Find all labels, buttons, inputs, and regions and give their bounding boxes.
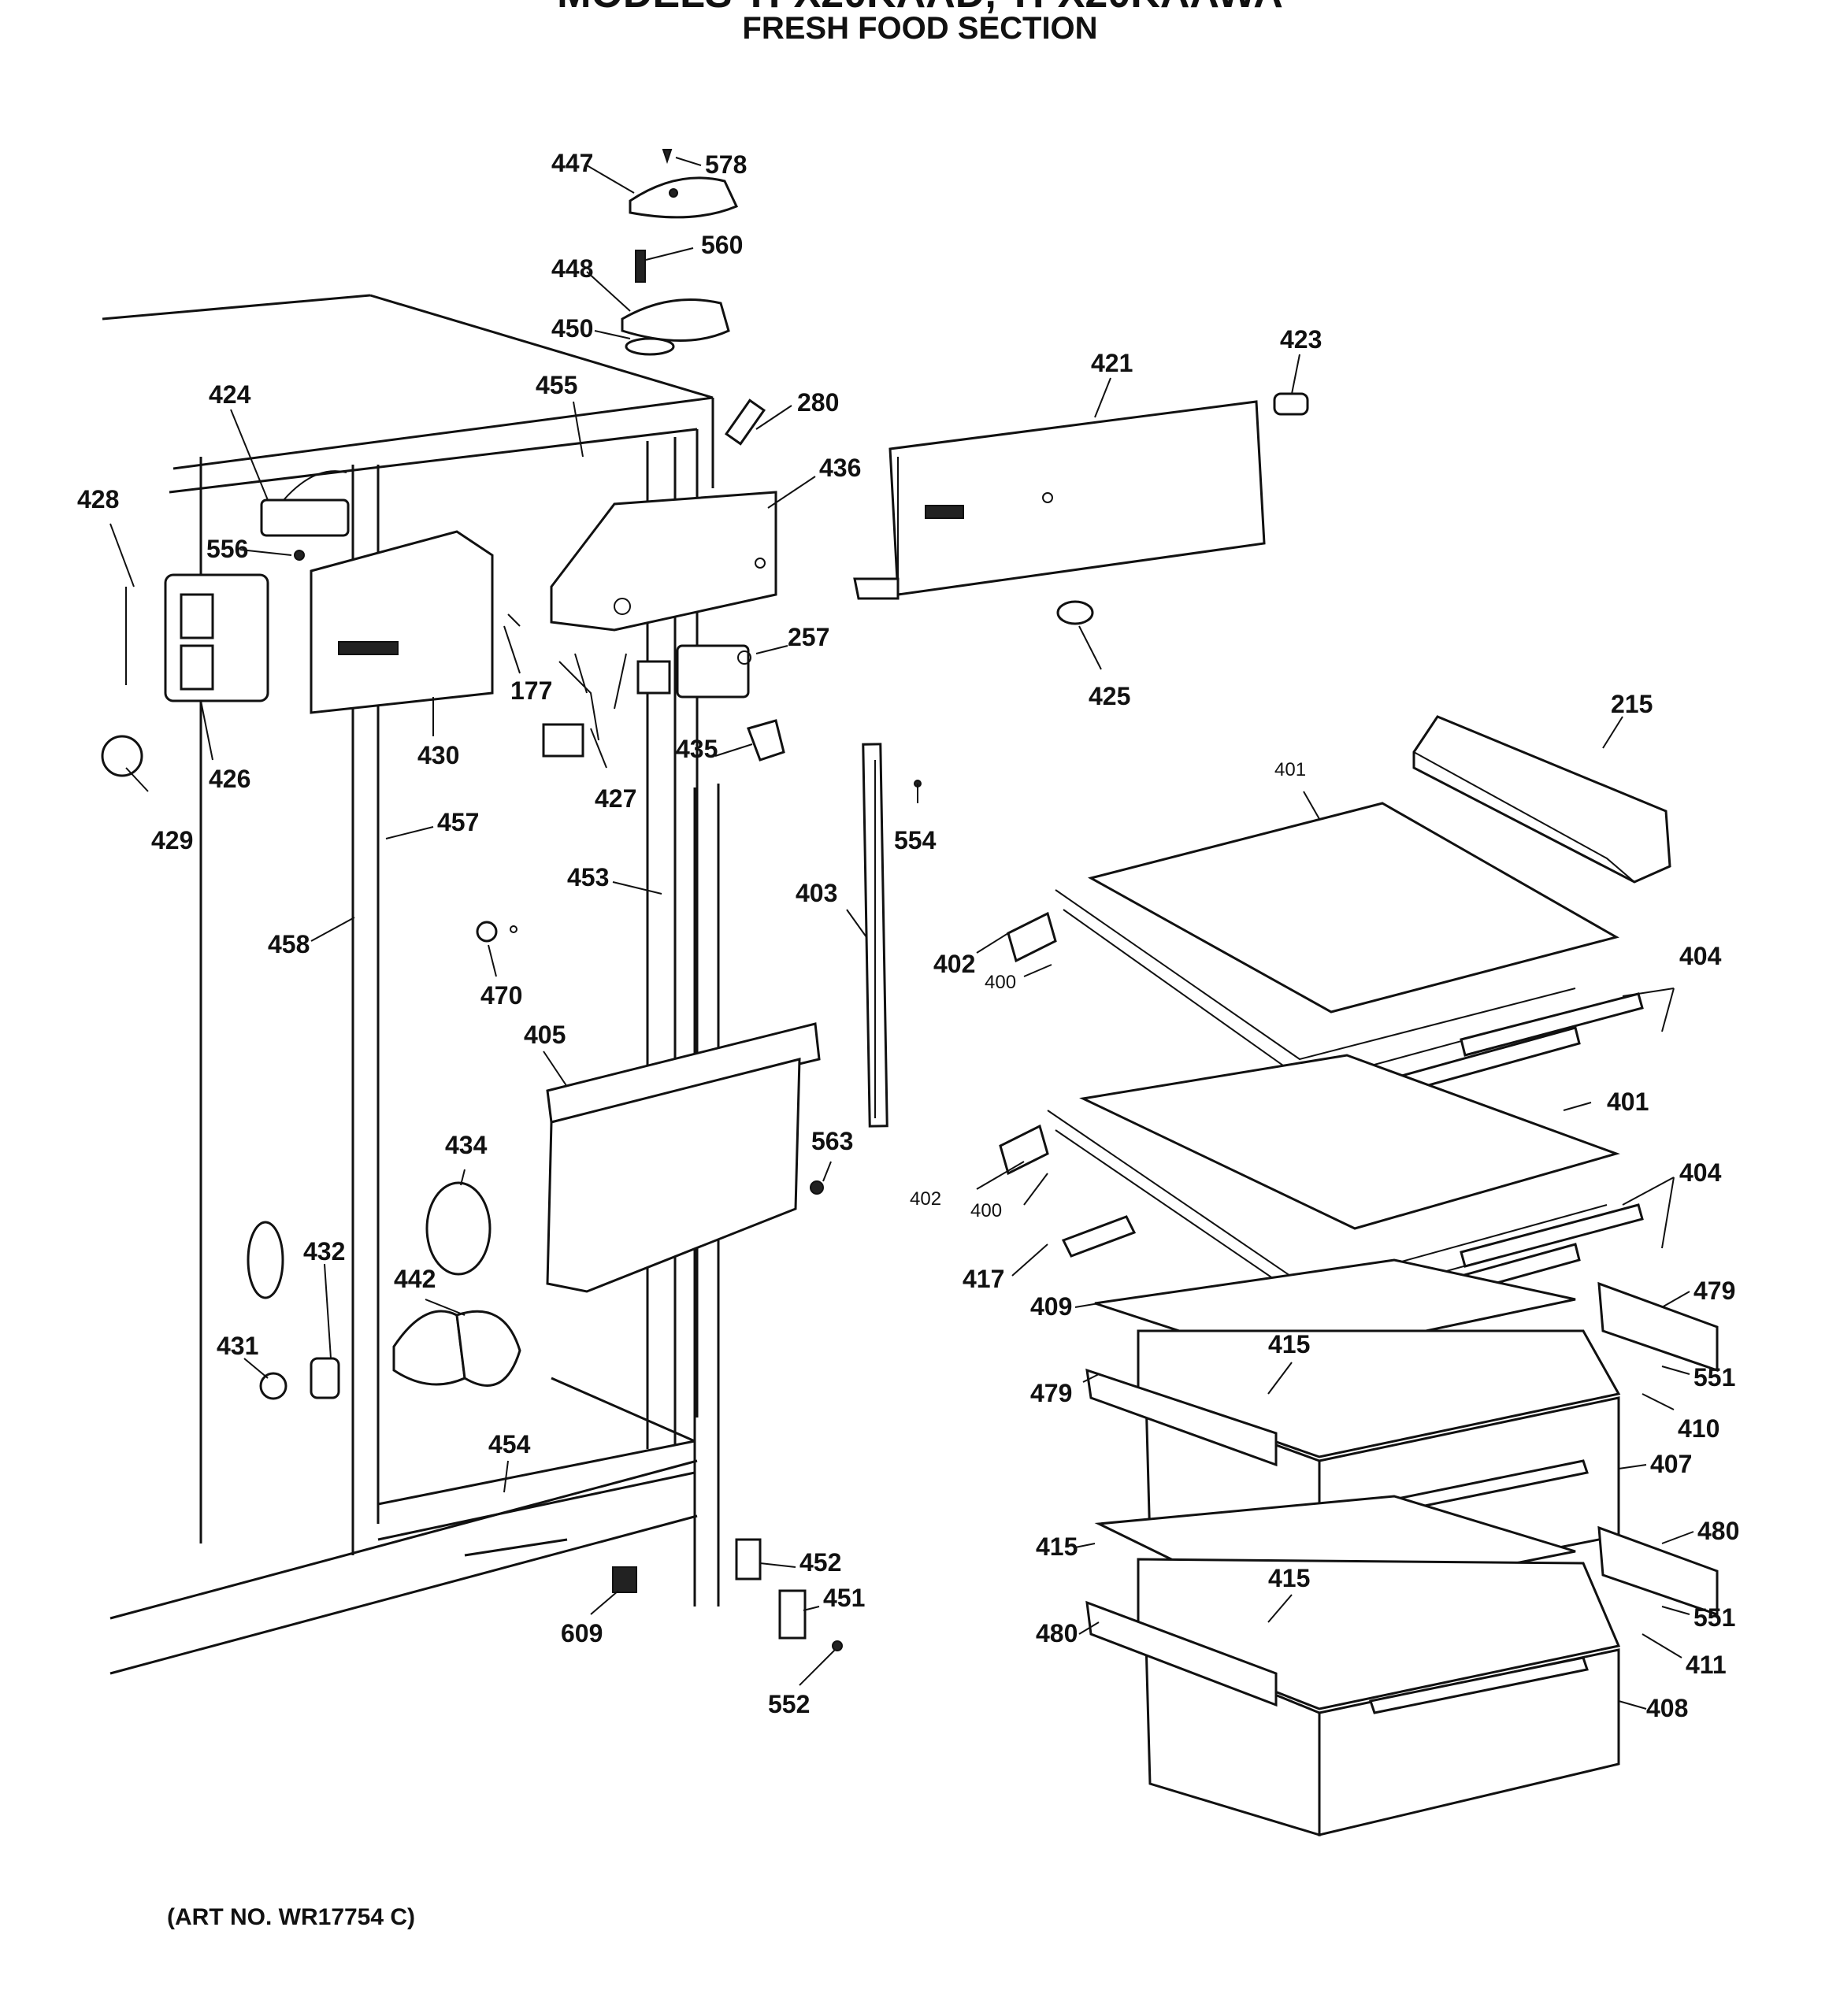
callout-415: 415 [1268,1330,1310,1358]
callout-423: 423 [1280,325,1322,354]
callout-410: 410 [1678,1414,1719,1443]
callout-447: 447 [551,149,593,177]
callout-421: 421 [1091,349,1133,377]
callout-401: 401 [1274,759,1306,780]
callout-434: 434 [445,1131,488,1159]
door-bin [1412,715,1671,884]
callout-415: 415 [1268,1564,1310,1592]
callout-428: 428 [77,485,119,513]
callout-450: 450 [551,314,593,343]
callout-415: 415 [1036,1532,1078,1561]
callout-609: 609 [561,1619,603,1647]
callout-409: 409 [1030,1292,1072,1321]
callout-257: 257 [788,623,829,651]
callout-552: 552 [768,1690,810,1718]
callout-411: 411 [1686,1651,1727,1679]
callout-556: 556 [206,535,248,563]
callout-408: 408 [1646,1694,1688,1722]
callout-563: 563 [811,1127,853,1155]
callout-400: 400 [985,972,1016,993]
callout-453: 453 [567,863,609,891]
callout-431: 431 [217,1332,258,1360]
callout-458: 458 [268,930,310,958]
callout-554: 554 [894,826,937,854]
callout-455: 455 [536,371,577,399]
callout-442: 442 [394,1265,436,1293]
callout-407: 407 [1650,1450,1692,1478]
callout-448: 448 [551,254,593,283]
control-cap-assembly [621,149,1309,446]
crisper-pans [1085,1258,1719,1837]
callout-551: 551 [1693,1363,1735,1392]
callout-454: 454 [488,1430,531,1458]
callout-430: 430 [417,741,459,769]
callout-452: 452 [799,1548,841,1577]
callout-417: 417 [963,1265,1004,1293]
callout-426: 426 [209,765,250,793]
model-title: MODELS TFX20KAAD, TFX20KAAWA [0,0,1840,17]
callout-405: 405 [524,1021,566,1049]
callout-560: 560 [701,231,743,259]
callout-402: 402 [933,950,975,978]
callout-404: 404 [1679,1158,1722,1187]
callout-427: 427 [595,784,636,813]
callout-labels: 447 578 560 448 450 423 421 280 455 424 … [77,149,1739,1722]
callout-432: 432 [303,1237,345,1266]
leader-lines [109,157,1694,1710]
meat-pan-cover [546,1022,824,1293]
callout-479: 479 [1693,1277,1735,1305]
callout-401: 401 [1607,1088,1649,1116]
light-assembly [101,470,521,777]
art-number: (ART NO. WR17754 C) [167,1904,416,1930]
callout-479: 479 [1030,1379,1072,1407]
callout-480: 480 [1036,1619,1078,1647]
shelf-track [862,743,922,1128]
callout-436: 436 [819,454,861,482]
temperature-controls [247,921,843,1651]
callout-470: 470 [480,981,522,1010]
callout-400: 400 [970,1200,1002,1221]
callout-280: 280 [797,388,839,417]
cover-panel [853,400,1266,625]
callout-177: 177 [510,676,552,705]
callout-457: 457 [437,808,479,836]
callout-425: 425 [1089,682,1130,710]
callout-424: 424 [209,380,251,409]
callout-402: 402 [910,1188,941,1210]
callout-404: 404 [1679,942,1722,970]
callout-578: 578 [705,150,747,179]
callout-429: 429 [151,826,193,854]
section-title: FRESH FOOD SECTION [742,11,1098,46]
callout-451: 451 [823,1584,865,1612]
callout-551: 551 [1693,1603,1735,1632]
upper-shelf [1007,802,1644,1096]
callout-215: 215 [1611,690,1653,718]
callout-403: 403 [796,879,837,907]
callout-435: 435 [676,735,718,763]
control-housing [542,491,785,762]
callout-480: 480 [1697,1517,1739,1545]
